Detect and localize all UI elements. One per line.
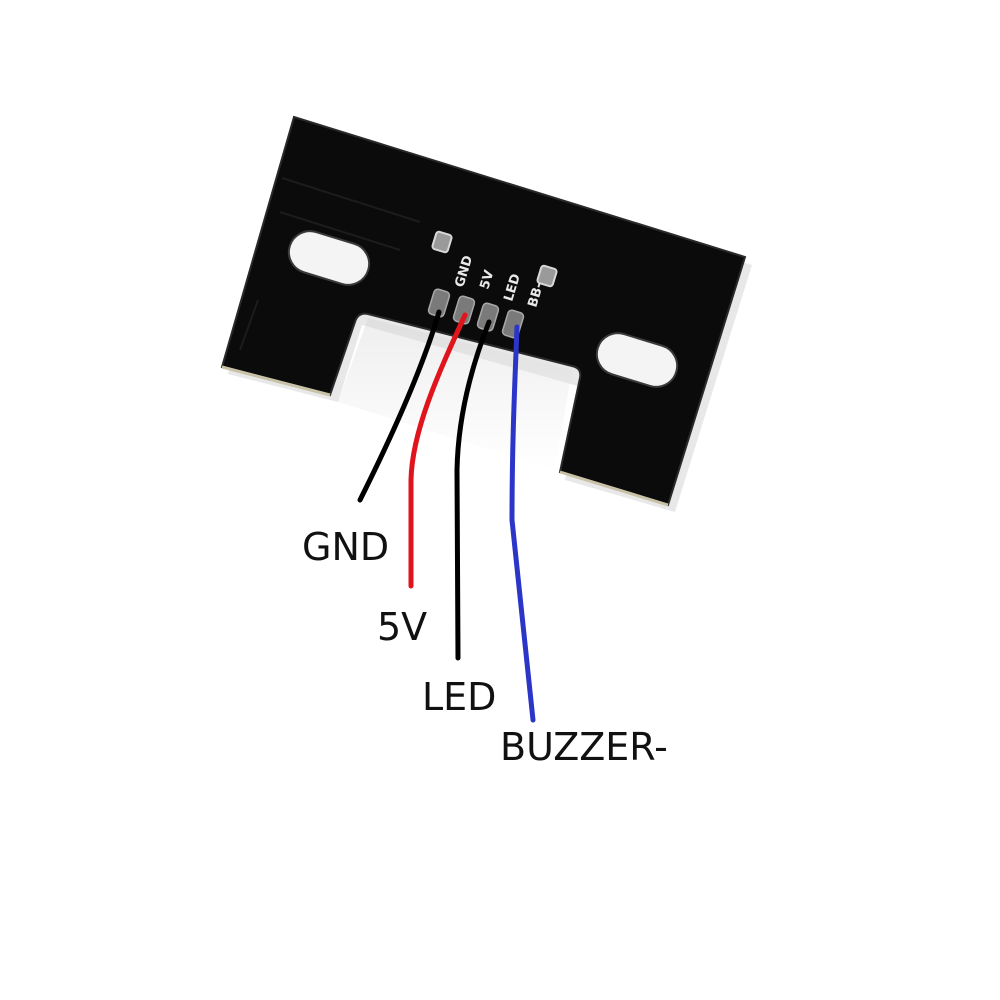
silk-5v: 5V [477,269,497,292]
smd-pad-top-left [431,230,453,254]
label-buzzer: BUZZER- [500,725,668,769]
label-5v: 5V [377,605,427,649]
pad-gnd [427,288,451,318]
label-gnd: GND [302,525,389,569]
wire-gnd [357,309,442,503]
mounting-slot-left [287,230,371,286]
label-led: LED [422,675,496,719]
wire-led [454,319,492,661]
silk-bb: BB- [525,281,547,310]
pcb-traces [239,177,421,351]
board-edge-right [559,470,669,507]
wire-5v [408,312,468,589]
smd-pad-top-right [536,264,558,288]
board-edge [221,365,331,397]
mounting-slot-right [595,332,679,388]
wire-buzzer [509,324,536,723]
